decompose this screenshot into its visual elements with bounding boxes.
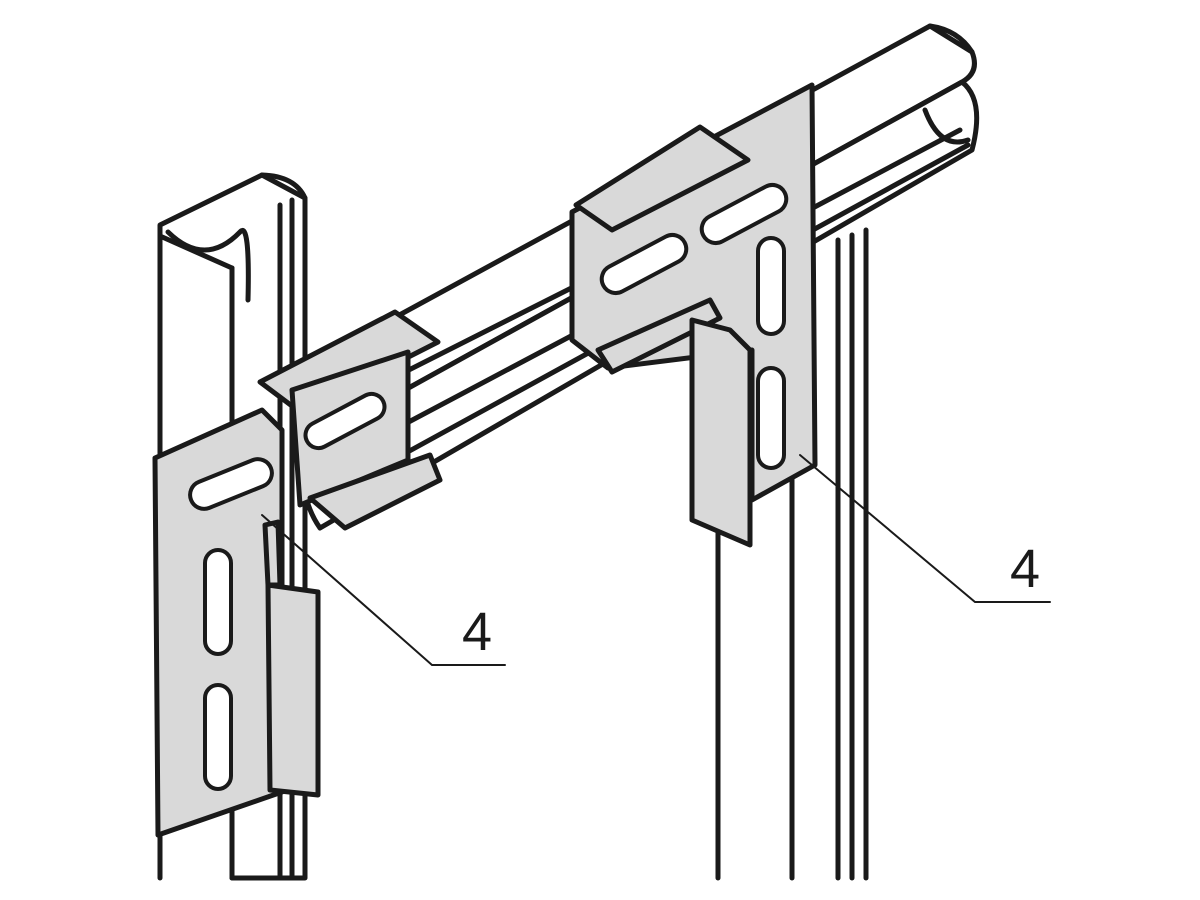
callout-leaders xyxy=(261,454,1051,666)
leader-line-left xyxy=(261,514,506,666)
leader-line-right xyxy=(799,454,1051,603)
callout-label-left: 4 xyxy=(462,602,492,662)
left-bracket xyxy=(152,309,443,838)
right-bracket xyxy=(569,82,818,548)
callout-label-right: 4 xyxy=(1010,539,1040,599)
